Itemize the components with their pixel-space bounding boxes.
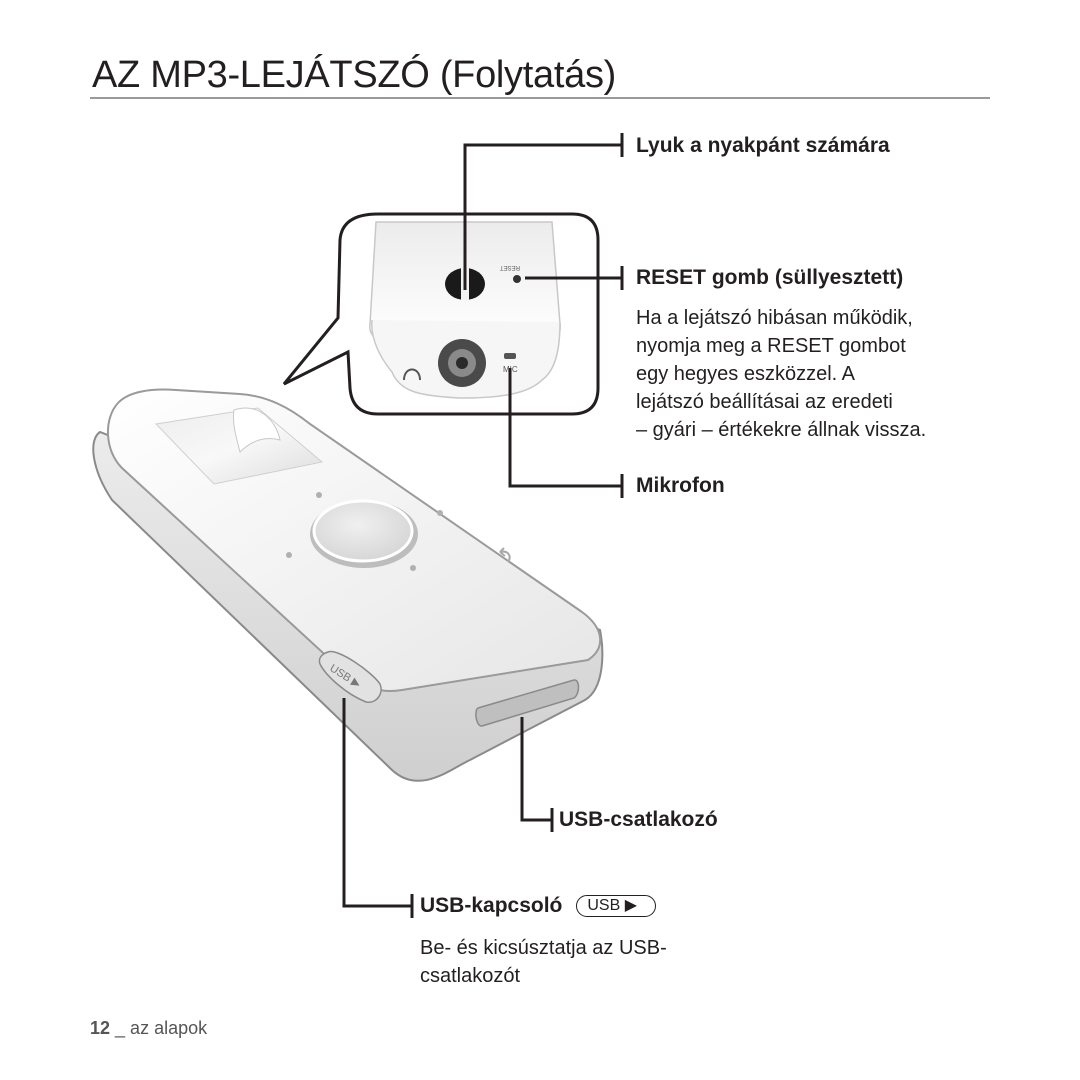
title-divider [90, 97, 990, 99]
leader-usb-switch [342, 698, 412, 908]
touch-dot-right [437, 510, 443, 516]
usb-connector-slot [475, 679, 580, 727]
reset-button-label: RESET gomb (süllyesztett) [636, 266, 904, 289]
reset-description: Ha a lejátszó hibásan működik, nyomja me… [636, 304, 926, 444]
back-arrow-icon [499, 547, 511, 563]
reset-marking: RESET [500, 264, 520, 270]
reset-hole [513, 275, 521, 283]
touch-dot-left [286, 552, 292, 558]
reset-line: nyomja meg a RESET gombot [636, 335, 906, 357]
usb-switch-description: Be- és kicsúsztatja az USB- csatlakozót [420, 934, 667, 990]
reset-line: egy hegyes eszközzel. A [636, 363, 856, 385]
page-number: 12 [90, 1018, 111, 1038]
page-title: AZ MP3-LEJÁTSZÓ (Folytatás) [92, 54, 616, 96]
usb-switch [318, 650, 382, 703]
usb-badge-icon: USB ▶ [576, 895, 657, 918]
usb-switch-line: Be- és kicsúsztatja az USB- [420, 937, 667, 959]
usb-switch-line: csatlakozót [420, 965, 521, 987]
microphone-hole [504, 353, 516, 359]
touch-dot-up [316, 492, 322, 498]
lanyard-hole-label: Lyuk a nyakpánt számára [636, 134, 890, 157]
reset-line: lejátszó beállításai az eredeti [636, 391, 893, 413]
screen-film-peel [233, 407, 281, 453]
reset-line: – gyári – értékekre állnak vissza. [636, 419, 927, 441]
usb-connector-label: USB-csatlakozó [559, 808, 718, 831]
leader-lines [342, 133, 624, 918]
touch-dot-down [410, 565, 416, 571]
section-name: _ az alapok [115, 1018, 208, 1038]
page-footer: 12 _ az alapok [90, 1018, 207, 1039]
usb-switch-label-row: USB-kapcsoló USB ▶ [420, 894, 657, 918]
leader-usb-connector [520, 717, 552, 822]
reset-line: Ha a lejátszó hibásan működik, [636, 307, 913, 329]
headphone-icon [403, 368, 421, 381]
usb-switch-label: USB-kapcsoló [420, 894, 563, 917]
leader-mic [508, 368, 622, 488]
leader-lanyard [463, 143, 622, 290]
microphone-label: Mikrofon [636, 474, 725, 497]
